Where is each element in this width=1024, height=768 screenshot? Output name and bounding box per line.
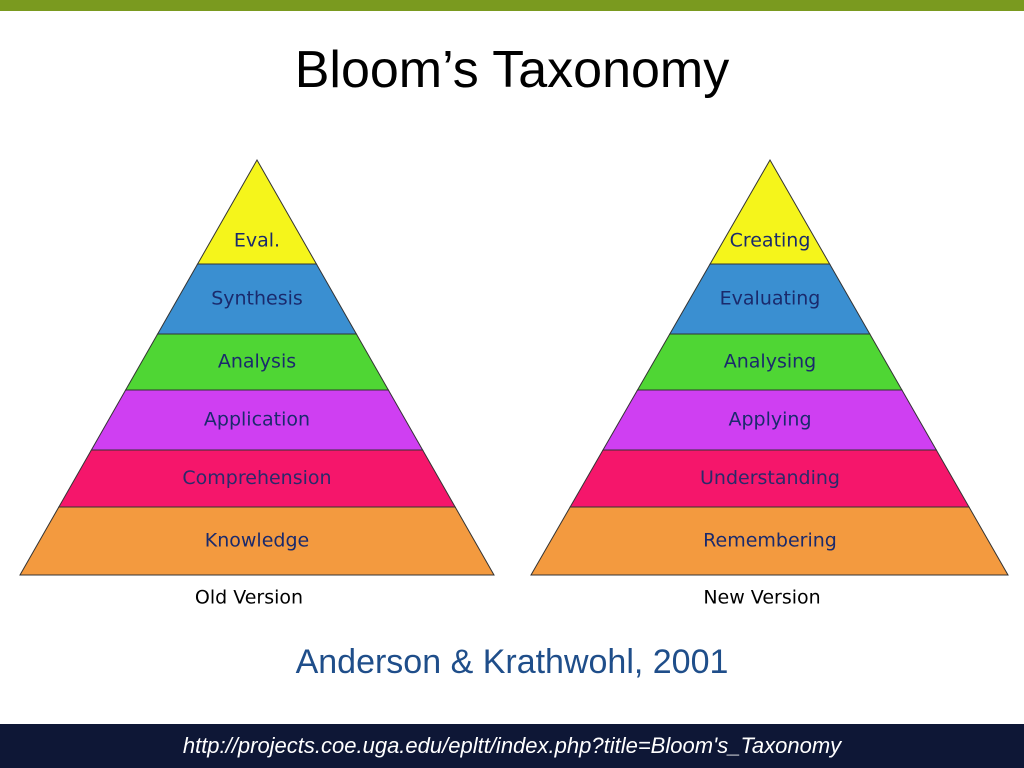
version-label-old: Old Version: [195, 587, 303, 609]
citation: Anderson & Krathwohl, 2001: [295, 643, 729, 681]
slide-title: Bloom’s Taxonomy: [294, 41, 730, 99]
pyramid-layer-label-new-4: Applying: [728, 409, 811, 431]
footer-url: http://projects.coe.uga.edu/epltt/index.…: [182, 733, 842, 758]
pyramid-layer-label-new-1: Creating: [730, 230, 811, 252]
pyramid-layer-label-new-2: Evaluating: [720, 288, 821, 310]
pyramid-layer-old-6: [19, 506, 495, 576]
pyramid-new-version: CreatingEvaluatingAnalysingApplyingUnder…: [530, 158, 1009, 609]
pyramid-layer-new-6: [530, 506, 1009, 576]
top-accent-bar: [0, 0, 1024, 11]
version-label-new: New Version: [703, 587, 820, 609]
pyramid-layer-label-old-4: Application: [204, 409, 310, 431]
pyramid-layer-label-old-1: Eval.: [234, 230, 280, 252]
taxonomy-diagram: Eval. SynthesisAnalysisApplicationCompreh…: [19, 158, 1009, 609]
pyramid-layer-label-new-3: Analysing: [724, 351, 817, 373]
pyramid-layer-label-old-6: Knowledge: [205, 530, 309, 552]
pyramid-old-version: Eval. SynthesisAnalysisApplicationCompreh…: [19, 158, 495, 609]
pyramid-layer-label-old-2: Synthesis: [211, 288, 303, 310]
footer-bar: [0, 724, 1024, 768]
pyramid-layer-label-old-5: Comprehension: [182, 467, 331, 489]
pyramid-layer-label-old-3: Analysis: [218, 351, 296, 373]
pyramid-layer-label-new-5: Understanding: [700, 467, 840, 489]
pyramid-layer-label-new-6: Remembering: [703, 530, 837, 552]
